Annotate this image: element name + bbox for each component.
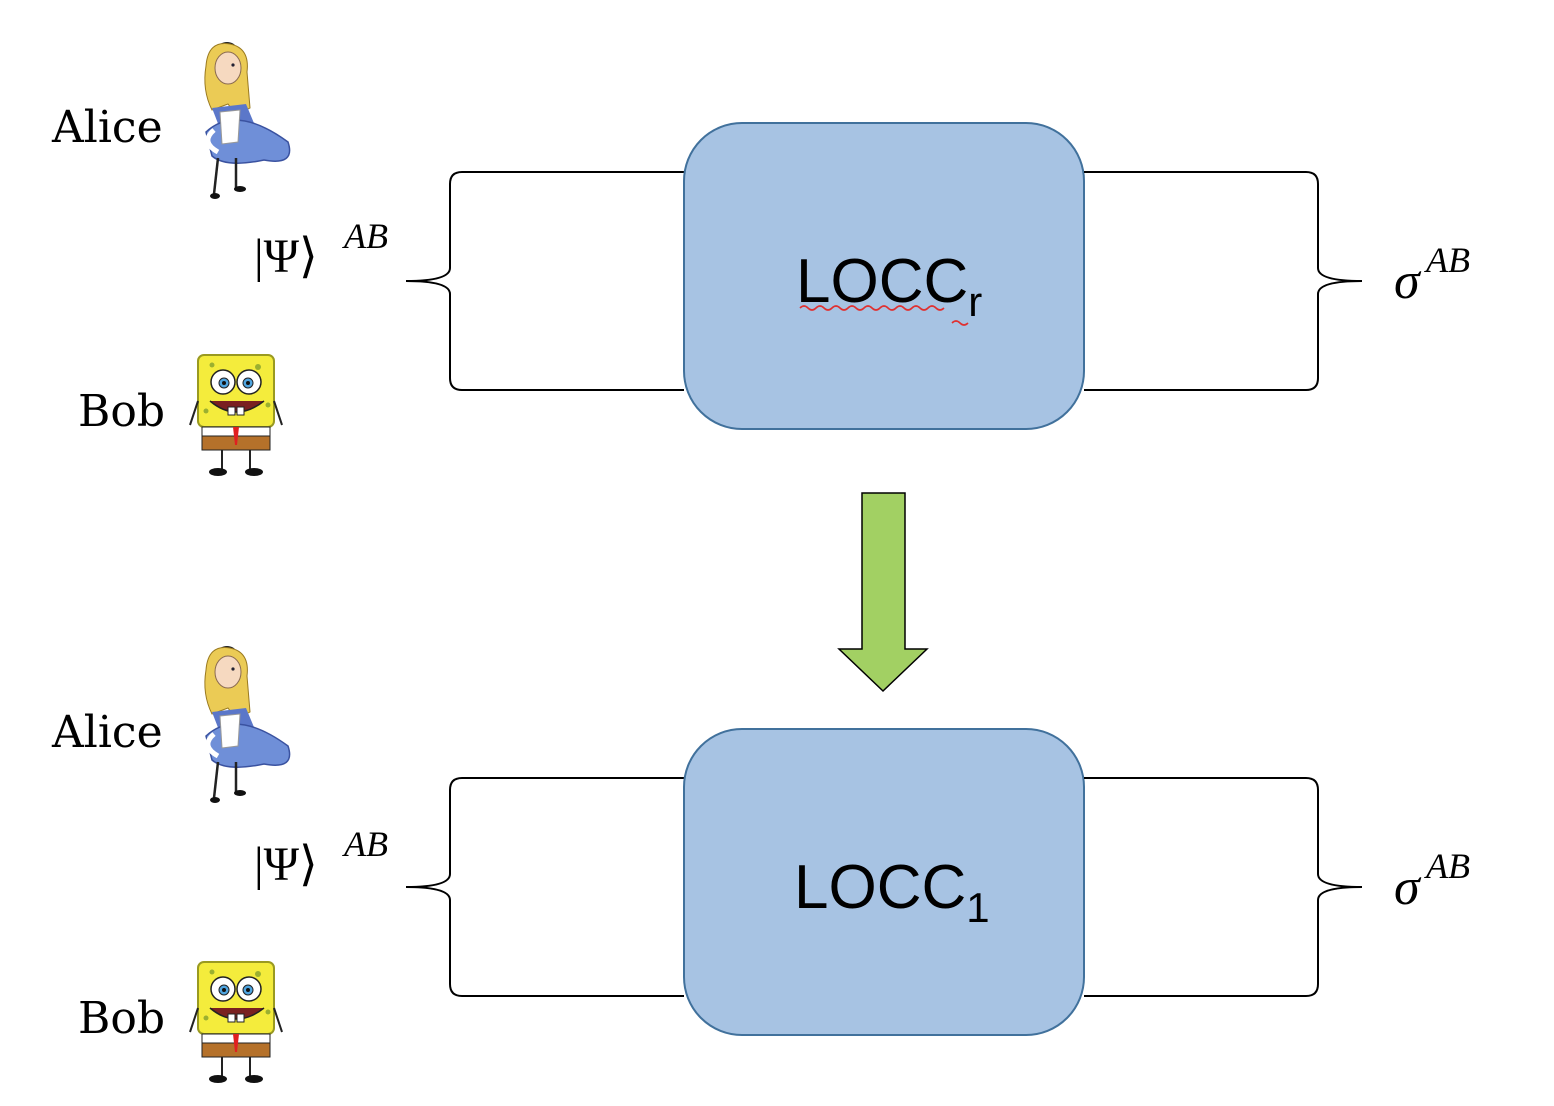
output-brace bbox=[1274, 777, 1363, 997]
bob-label: Bob bbox=[78, 386, 165, 437]
input-brace bbox=[405, 171, 494, 391]
down-arrow bbox=[837, 492, 929, 693]
bottom-panel: Alice Bob |Ψ⟩ AB LOCC1 σ AB bbox=[51, 646, 1470, 1084]
locc-1-label: LOCC1 bbox=[794, 853, 990, 931]
bob-label: Bob bbox=[78, 993, 165, 1044]
bob-icon bbox=[189, 354, 283, 477]
output-state-superscript: AB bbox=[1424, 846, 1470, 886]
spellcheck-underline-sub bbox=[951, 320, 969, 326]
locc-1-box bbox=[683, 728, 1085, 1036]
alice-label: Alice bbox=[51, 707, 163, 758]
alice-label: Alice bbox=[51, 102, 163, 153]
input-state-superscript: AB bbox=[342, 216, 388, 256]
spellcheck-underline bbox=[799, 305, 945, 311]
locc-r-box bbox=[683, 122, 1085, 430]
alice-icon bbox=[205, 646, 290, 803]
output-state-symbol: σ bbox=[1394, 859, 1422, 916]
alice-icon bbox=[205, 42, 290, 199]
output-state-superscript: AB bbox=[1424, 240, 1470, 280]
locc-r-label: LOCCr bbox=[796, 247, 982, 325]
output-brace bbox=[1274, 171, 1363, 391]
top-panel: Alice Bob |Ψ⟩ AB LOCCr σ AB bbox=[51, 42, 1470, 477]
input-state-symbol: |Ψ⟩ bbox=[254, 230, 318, 283]
input-state-symbol: |Ψ⟩ bbox=[254, 838, 318, 891]
bob-icon bbox=[189, 961, 283, 1084]
input-state-superscript: AB bbox=[342, 824, 388, 864]
input-brace bbox=[405, 777, 494, 997]
output-state-symbol: σ bbox=[1394, 253, 1422, 310]
